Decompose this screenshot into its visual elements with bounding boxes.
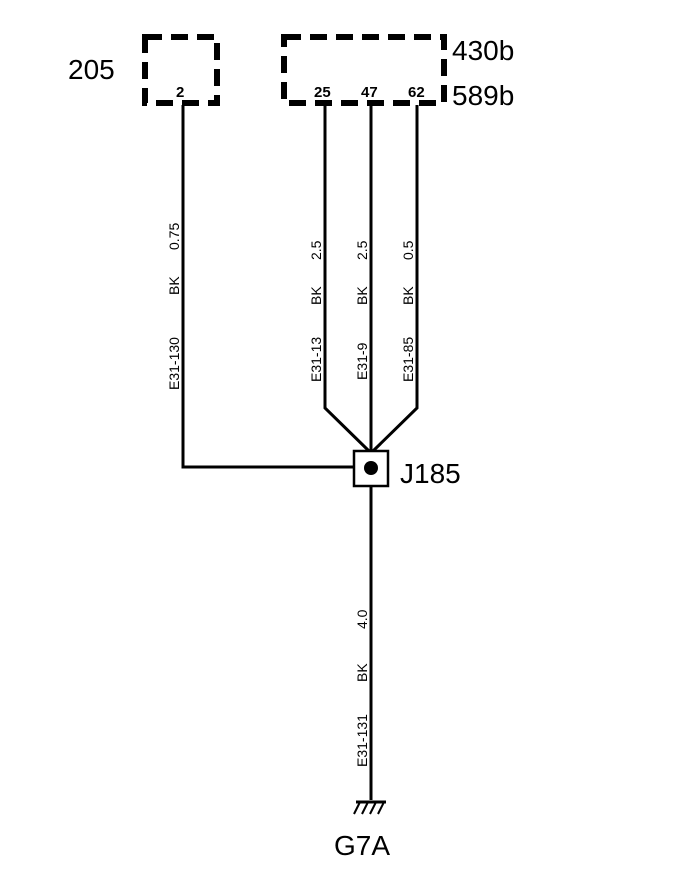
wire-e31-13-gauge: 2.5 xyxy=(308,240,324,260)
connector-pin-62: 62 xyxy=(408,84,425,101)
ground-g7a: G7A xyxy=(334,800,390,861)
connector-430b-outline xyxy=(281,34,447,106)
wire-e31-131-gauge: 4.0 xyxy=(354,609,370,629)
wire-e31-130-circuit: E31-130 xyxy=(166,337,182,390)
wire-e31-85-color: BK xyxy=(400,286,416,305)
ground-tick-1 xyxy=(353,801,361,815)
splice-j185: J185 xyxy=(352,449,461,489)
wire-e31-131-color: BK xyxy=(354,663,370,682)
wires xyxy=(181,105,419,800)
connector-pin-25: 25 xyxy=(314,84,331,101)
wire-e31-9-circuit: E31-9 xyxy=(354,342,370,380)
wire-e31-13-circuit: E31-13 xyxy=(308,337,324,382)
ground-tick-4 xyxy=(377,801,385,815)
wire-labels: E31-130 BK 0.75 E31-13 BK 2.5 E31-9 BK 2… xyxy=(166,223,416,767)
wire-e31-85-circuit: E31-85 xyxy=(400,337,416,382)
wire-e31-130-gauge: 0.75 xyxy=(166,223,182,250)
connector-205: 205 2 xyxy=(68,34,220,106)
wire-e31-130-color: BK xyxy=(166,276,182,295)
ground-tick-3 xyxy=(369,801,377,815)
wire-e31-85-gauge: 0.5 xyxy=(400,240,416,260)
ground-label: G7A xyxy=(334,830,390,861)
connector-430b-589b: 430b 589b 25 47 62 xyxy=(281,34,514,111)
wire-e31-130 xyxy=(181,105,357,469)
connector-589b-label: 589b xyxy=(452,80,514,111)
wire-e31-13 xyxy=(323,105,372,454)
splice-dot xyxy=(364,461,378,475)
ground-tick-2 xyxy=(361,801,369,815)
connector-205-label: 205 xyxy=(68,54,115,85)
splice-label: J185 xyxy=(400,458,461,489)
wire-e31-131-circuit: E31-131 xyxy=(354,714,370,767)
connector-205-outline xyxy=(142,34,220,106)
connector-pin-47: 47 xyxy=(361,84,378,101)
wire-e31-9-gauge: 2.5 xyxy=(354,240,370,260)
wire-e31-9-color: BK xyxy=(354,286,370,305)
connector-205-pin: 2 xyxy=(176,84,184,101)
wire-e31-13-color: BK xyxy=(308,286,324,305)
connector-430b-label: 430b xyxy=(452,35,514,66)
wire-e31-85 xyxy=(370,105,419,454)
